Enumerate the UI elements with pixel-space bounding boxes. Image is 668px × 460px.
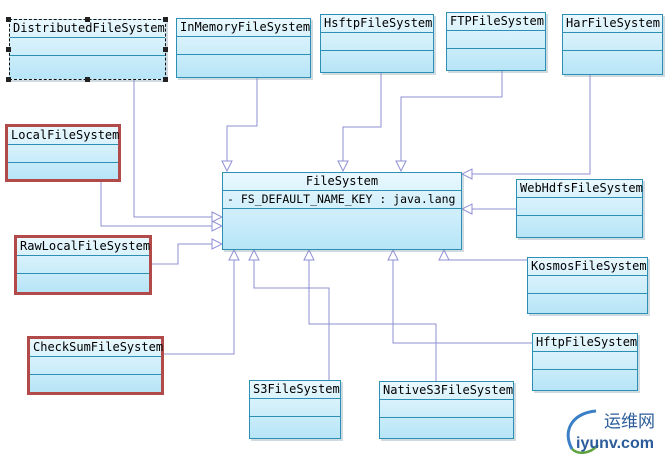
line-hsftp bbox=[343, 73, 382, 171]
class-name: HsftpFileSystem bbox=[321, 15, 433, 33]
class-ftpfilesystem[interactable]: FTPFileSystem bbox=[446, 12, 546, 71]
selection-handle[interactable] bbox=[85, 77, 90, 82]
selection-handle[interactable] bbox=[6, 47, 11, 52]
line-kosmos bbox=[444, 250, 527, 261]
watermark-logo-icon bbox=[566, 409, 599, 454]
class-name: FTPFileSystem bbox=[447, 13, 545, 31]
class-operations bbox=[517, 216, 642, 237]
class-attributes bbox=[380, 400, 513, 418]
class-localfilesystem[interactable]: LocalFileSystem bbox=[5, 124, 121, 182]
class-harfilesystem[interactable]: HarFileSystem bbox=[562, 14, 663, 75]
class-name: KosmosFileSystem bbox=[528, 258, 647, 276]
line-local bbox=[100, 181, 222, 226]
selection-handle[interactable] bbox=[163, 47, 168, 52]
class-name: LocalFileSystem bbox=[8, 127, 119, 145]
line-hftp bbox=[393, 250, 532, 344]
line-rawlocal bbox=[152, 244, 222, 265]
class-hftpfilesystem[interactable]: HftpFileSystem bbox=[532, 333, 638, 391]
class-operations bbox=[223, 209, 461, 249]
class-operations bbox=[30, 375, 161, 392]
class-name: CheckSumFileSystem bbox=[30, 339, 163, 357]
class-kosmosfilesystem[interactable]: KosmosFileSystem bbox=[527, 257, 648, 314]
class-attributes bbox=[447, 31, 545, 49]
class-operations bbox=[533, 370, 637, 390]
class-attributes bbox=[528, 276, 647, 294]
class-inmemoryfilesystem[interactable]: InMemoryFileSystem bbox=[176, 18, 311, 78]
watermark: 运维网 iyunv.com bbox=[560, 405, 666, 459]
class-name: FileSystem bbox=[223, 173, 461, 191]
selection-handle[interactable] bbox=[6, 17, 11, 22]
class-attributes bbox=[177, 37, 310, 55]
class-operations bbox=[321, 51, 433, 72]
class-attributes bbox=[533, 352, 637, 370]
class-hsftpfilesystem[interactable]: HsftpFileSystem bbox=[320, 14, 434, 73]
selection-handle[interactable] bbox=[6, 77, 11, 82]
class-name: RawLocalFileSystem bbox=[17, 238, 150, 256]
line-ftp bbox=[401, 71, 503, 171]
class-natives3filesystem[interactable]: NativeS3FileSystem bbox=[379, 381, 514, 439]
selection-handle[interactable] bbox=[85, 17, 90, 22]
class-attributes bbox=[563, 33, 662, 51]
class-attributes bbox=[10, 38, 165, 56]
class-operations bbox=[10, 56, 165, 79]
class-checksumfilesystem[interactable]: CheckSumFileSystem bbox=[27, 336, 164, 395]
line-distributed bbox=[133, 80, 222, 217]
class-operations bbox=[447, 49, 545, 70]
class-attributes: - FS_DEFAULT_NAME_KEY : java.lang bbox=[223, 191, 461, 209]
class-name: InMemoryFileSystem bbox=[177, 19, 310, 37]
class-distributedfilesystem[interactable]: DistributedFileSystem bbox=[9, 19, 166, 80]
class-s3filesystem[interactable]: S3FileSystem bbox=[249, 380, 341, 439]
watermark-secondary: iyunv.com bbox=[576, 435, 654, 452]
class-name: S3FileSystem bbox=[250, 381, 340, 399]
selection-handle[interactable] bbox=[163, 77, 168, 82]
class-rawlocalfilesystem[interactable]: RawLocalFileSystem bbox=[14, 235, 152, 295]
class-operations bbox=[8, 163, 118, 179]
class-name: DistributedFileSystem bbox=[10, 20, 165, 38]
class-operations bbox=[17, 274, 149, 292]
class-filesystem[interactable]: FileSystem - FS_DEFAULT_NAME_KEY : java.… bbox=[222, 172, 462, 250]
class-attributes bbox=[250, 399, 340, 417]
class-operations bbox=[250, 417, 340, 438]
class-operations bbox=[380, 418, 513, 438]
watermark-primary: 运维网 bbox=[604, 412, 655, 431]
class-name: WebHdfsFileSystem bbox=[517, 180, 643, 198]
class-operations bbox=[528, 294, 647, 313]
class-operations bbox=[563, 51, 662, 74]
class-name: HftpFileSystem bbox=[533, 334, 637, 352]
line-natives3 bbox=[309, 250, 437, 381]
class-name: NativeS3FileSystem bbox=[380, 382, 513, 400]
line-inmemory bbox=[227, 78, 258, 171]
class-attributes bbox=[321, 33, 433, 51]
class-attributes bbox=[17, 256, 149, 274]
class-attributes bbox=[517, 198, 642, 216]
class-webhdfsfilesystem[interactable]: WebHdfsFileSystem bbox=[516, 179, 643, 238]
class-name: HarFileSystem bbox=[563, 15, 662, 33]
class-attribute: - FS_DEFAULT_NAME_KEY : java.lang bbox=[227, 192, 456, 206]
line-checksum bbox=[164, 250, 234, 355]
line-s3 bbox=[254, 250, 330, 380]
class-operations bbox=[177, 55, 310, 77]
selection-handle[interactable] bbox=[163, 17, 168, 22]
class-attributes bbox=[30, 357, 161, 375]
class-attributes bbox=[8, 145, 118, 163]
line-har bbox=[462, 75, 591, 174]
